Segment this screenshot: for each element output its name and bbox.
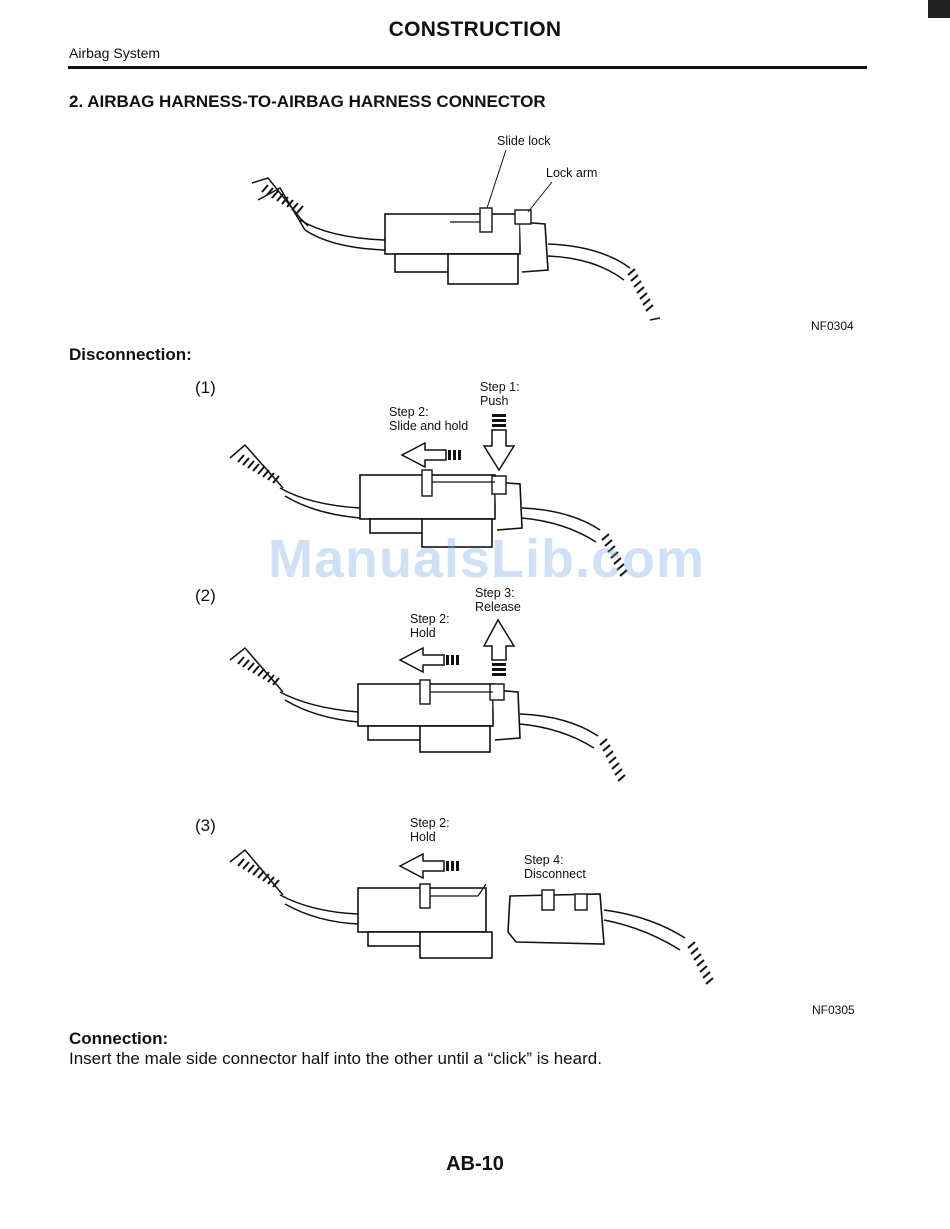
step-4-label: Step 4: xyxy=(524,853,564,867)
step-2-label: Step 2: xyxy=(410,612,450,626)
step-2-action: Hold xyxy=(410,830,436,844)
page-header-title: CONSTRUCTION xyxy=(388,18,562,41)
panel-1-number: (1) xyxy=(195,378,216,397)
watermark: ManualsLib.com xyxy=(268,529,706,589)
section-heading: 2. AIRBAG HARNESS-TO-AIRBAG HARNESS CONN… xyxy=(69,92,546,111)
step-3-label: Step 3: xyxy=(475,586,515,600)
corner-scan-mark xyxy=(928,0,950,18)
figure1-drawing xyxy=(251,149,661,321)
connection-text: Insert the male side connector half into… xyxy=(69,1049,602,1068)
lock-arm-label: Lock arm xyxy=(546,166,598,180)
panel-3-number: (3) xyxy=(195,816,216,835)
step-1-label: Step 1: xyxy=(480,380,520,394)
step-2-label: Step 2: xyxy=(389,405,429,419)
page-number: AB-10 xyxy=(446,1153,504,1175)
figure-code-nf0305: NF0305 xyxy=(812,1003,855,1017)
header-rule xyxy=(68,66,867,69)
panel2-drawing xyxy=(229,618,626,782)
step-2-action: Hold xyxy=(410,626,436,640)
section-name: Airbag System xyxy=(69,45,161,61)
connection-heading: Connection: xyxy=(69,1029,169,1048)
step-1-action: Push xyxy=(480,394,509,408)
step-4-action: Disconnect xyxy=(524,867,586,881)
step-2-action: Slide and hold xyxy=(389,419,469,433)
disconnection-heading: Disconnection: xyxy=(69,345,192,364)
slide-lock-label: Slide lock xyxy=(497,134,551,148)
panel3-drawing xyxy=(229,848,714,985)
figure-code-nf0304: NF0304 xyxy=(811,319,854,333)
step-3-action: Release xyxy=(475,600,521,614)
panel-2-number: (2) xyxy=(195,586,216,605)
step-2-label: Step 2: xyxy=(410,816,450,830)
panel1-drawing xyxy=(229,414,628,577)
